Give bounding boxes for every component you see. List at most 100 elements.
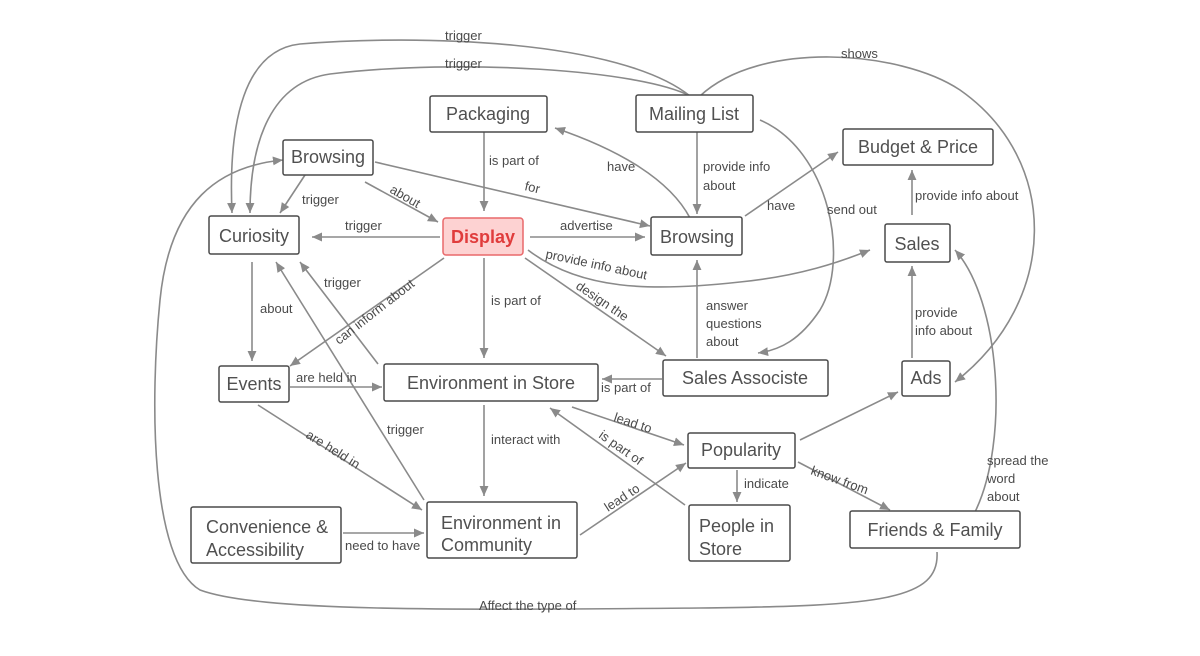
label-know-from: know from [809, 463, 870, 498]
label-is-part-of-pkg: is part of [489, 153, 539, 168]
label-is-part-of-people: is part of [596, 427, 646, 468]
node-mailing-list-label: Mailing List [649, 104, 739, 124]
edge-envcommunity-popularity [579, 462, 687, 536]
nodes: Packaging Mailing List Budget & Price Br… [190, 94, 1021, 564]
label-interact-with: interact with [491, 432, 560, 447]
edge-mailing-ads-shows [699, 56, 1036, 383]
node-convenience-line-2: Accessibility [206, 540, 304, 560]
edge-display-sales [527, 249, 871, 288]
node-browsing-top-label: Browsing [291, 147, 365, 167]
label-need-to-have: need to have [345, 538, 420, 553]
node-environment-in-community[interactable]: Environment in Community [426, 501, 578, 559]
label-indicate: indicate [744, 476, 789, 491]
edge-mailing-curiosity-trigger-2 [245, 65, 691, 214]
edge-envstore-curiosity [299, 261, 379, 365]
label-spread-the-word: spread the word about [986, 453, 1052, 504]
label-is-part-of-display-env: is part of [491, 293, 541, 308]
label-advertise: advertise [560, 218, 613, 233]
edge-browsingtop-curiosity [279, 174, 306, 214]
node-sales[interactable]: Sales [884, 223, 951, 263]
node-environment-in-store[interactable]: Environment in Store [383, 363, 599, 402]
edge-browsing-packaging-have [554, 126, 691, 219]
node-browsing-mid-label: Browsing [660, 227, 734, 247]
node-budget-price[interactable]: Budget & Price [842, 128, 994, 166]
label-are-held-in-env: are held in [296, 370, 357, 385]
node-browsing-top[interactable]: Browsing [282, 139, 374, 176]
node-events-label: Events [226, 374, 281, 394]
edge-mailing-associate-sendout [757, 119, 835, 357]
label-are-held-in-comm: are held in [303, 427, 362, 472]
label-provide-info-sales: provide info about [544, 246, 649, 282]
label-trigger-browse-cur: trigger [302, 192, 340, 207]
edges [154, 39, 1036, 610]
node-env-community-line-1: Environment in [441, 513, 561, 533]
node-convenience-accessibility[interactable]: Convenience & Accessibility [190, 506, 342, 564]
edge-browsingtop-browsingmid [374, 161, 651, 229]
edge-events-envcommunity [257, 404, 423, 511]
node-display-label: Display [451, 227, 515, 247]
edge-friends-sales [954, 249, 997, 513]
label-trigger-comm-cur: trigger [387, 422, 425, 437]
node-env-community-line-2: Community [441, 535, 532, 555]
node-people-line-1: People in [699, 516, 774, 536]
node-browsing-mid[interactable]: Browsing [650, 216, 743, 256]
edge-display-events [289, 257, 445, 367]
node-popularity-label: Popularity [701, 440, 781, 460]
label-about-browse-display: about [388, 182, 424, 211]
node-curiosity[interactable]: Curiosity [208, 215, 300, 255]
node-convenience-line-1: Convenience & [206, 517, 328, 537]
label-provide-info-ads: provide info about [915, 305, 972, 338]
node-sales-associate[interactable]: Sales Associste [662, 359, 829, 397]
edge-popularity-ads [799, 391, 899, 441]
node-ads-label: Ads [910, 368, 941, 388]
label-provide-info-mail-line-2: about [703, 178, 736, 193]
node-mailing-list[interactable]: Mailing List [635, 94, 754, 133]
node-sales-label: Sales [894, 234, 939, 254]
label-spread-the-word-line-1: spread the [987, 453, 1048, 468]
node-packaging[interactable]: Packaging [429, 95, 548, 133]
edge-browsing-budget [744, 151, 839, 217]
label-spread-the-word-line-3: about [987, 489, 1020, 504]
edge-people-envstore [549, 407, 686, 506]
node-curiosity-label: Curiosity [219, 226, 289, 246]
node-events[interactable]: Events [218, 365, 290, 403]
label-answer-questions-line-2: questions [706, 316, 762, 331]
edge-popularity-friends [797, 461, 891, 511]
node-convenience-accessibility-label: Convenience & Accessibility [206, 517, 333, 560]
label-provide-info-ads-line-1: provide [915, 305, 958, 320]
label-for-browse: for [523, 178, 542, 196]
node-packaging-label: Packaging [446, 104, 530, 124]
label-provide-info-mail: provide info about [703, 159, 774, 193]
label-trigger-env-cur: trigger [324, 275, 362, 290]
node-display[interactable]: Display [442, 217, 524, 256]
label-trigger-top: trigger [445, 28, 483, 43]
label-answer-questions-line-3: about [706, 334, 739, 349]
node-ads[interactable]: Ads [901, 360, 951, 397]
label-have-pkg: have [607, 159, 635, 174]
label-about-cur-events: about [260, 301, 293, 316]
label-affect-the-type-of: Affect the type of [479, 598, 577, 613]
edge-mailing-curiosity-trigger-1 [227, 39, 691, 214]
label-have-budget: have [767, 198, 795, 213]
label-spread-the-word-line-2: word [986, 471, 1015, 486]
node-popularity[interactable]: Popularity [687, 432, 796, 469]
label-answer-questions: answer questions about [706, 298, 765, 349]
label-answer-questions-line-1: answer [706, 298, 749, 313]
label-trigger-second: trigger [445, 56, 483, 71]
label-lead-to-pop: lead to [612, 410, 654, 436]
node-friends-family-label: Friends & Family [867, 520, 1002, 540]
label-trigger-display-cur: trigger [345, 218, 383, 233]
edge-envcommunity-curiosity [275, 261, 425, 501]
node-people-in-store[interactable]: People in Store [688, 504, 791, 562]
node-people-in-store-label: People in Store [699, 516, 779, 559]
label-send-out: send out [827, 202, 877, 217]
node-environment-in-community-label: Environment in Community [441, 513, 566, 555]
node-environment-in-store-label: Environment in Store [407, 373, 575, 393]
node-people-line-2: Store [699, 539, 742, 559]
node-friends-family[interactable]: Friends & Family [849, 510, 1021, 549]
node-sales-associate-label: Sales Associste [682, 368, 808, 388]
label-provide-info-budget: provide info about [915, 188, 1019, 203]
label-provide-info-mail-line-1: provide info [703, 159, 770, 174]
edge-friends-browsingtop-affect [154, 156, 938, 610]
